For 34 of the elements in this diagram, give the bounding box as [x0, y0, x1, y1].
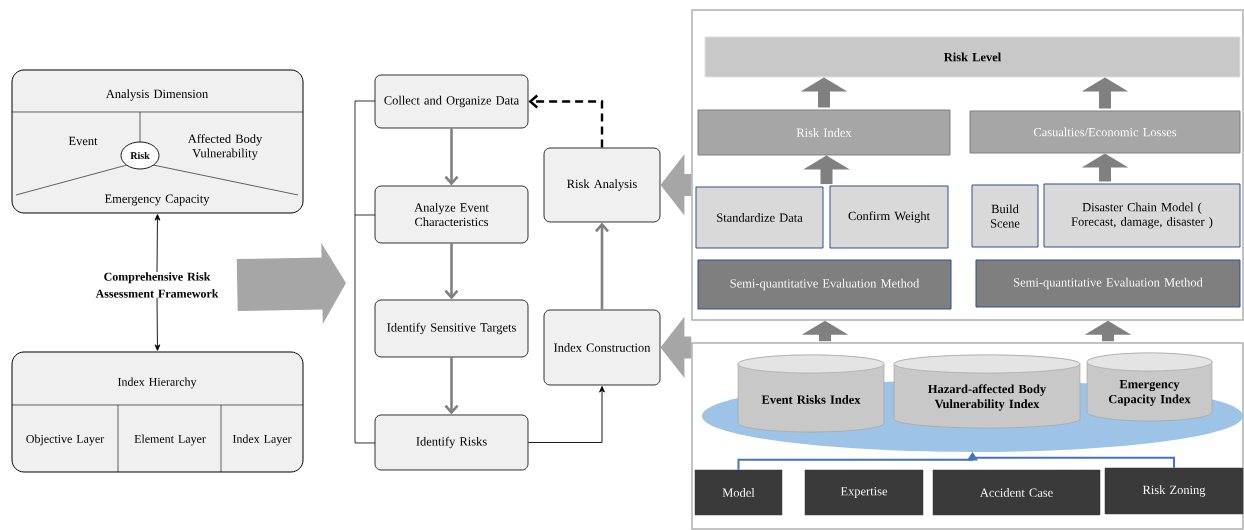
index-bar: Casualties/Economic Losses: [969, 110, 1241, 154]
method-box: Disaster Chain Model ( Forecast, damage, disaster ): [1043, 183, 1241, 248]
arrow: [444, 128, 459, 186]
index-bar: Risk Index: [697, 109, 951, 156]
method-bar: Semi-quantitative Evaluation Method: [697, 259, 952, 310]
source-box: Model: [694, 469, 783, 516]
process-box: Analyze Event Characteristics: [374, 185, 529, 244]
arrow: [154, 214, 161, 273]
process-box: Collect and Organize Data: [374, 74, 529, 129]
method-box: Build Scene: [971, 184, 1039, 248]
process-box: Risk Analysis: [543, 147, 661, 223]
method-box: Standardize Data: [695, 186, 824, 249]
framework-title: Comprehensive Risk Assessment Framework: [95, 272, 219, 298]
process-box: Identify Sensitive Targets: [374, 299, 529, 358]
source-box: Expertise: [804, 469, 924, 516]
arrow: [444, 357, 459, 415]
cylinder: Hazard-affected Body Vulnerability Index: [893, 354, 1081, 429]
hierarchy-table: Index Hierarchy Objective Layer Element Layer Index Layer: [11, 351, 304, 473]
process-box: Identify Risks: [374, 414, 529, 471]
method-box: Confirm Weight: [829, 185, 949, 249]
arrow: [595, 222, 609, 310]
source-box: Risk Zoning: [1104, 467, 1244, 515]
arrow: [527, 386, 605, 443]
source-box: Accident Case: [932, 469, 1101, 516]
arrow: [154, 297, 161, 351]
cylinder: Emergency Capacity Index: [1086, 352, 1213, 422]
panel-frame: [691, 342, 1244, 530]
arrow: [444, 243, 459, 300]
process-box: Index Construction: [543, 309, 661, 386]
level-bar: Risk Level: [704, 36, 1241, 78]
method-bar: Semi-quantitative Evaluation Method: [975, 259, 1241, 308]
feedback-arrow: [528, 94, 604, 148]
panel-frame: [691, 9, 1244, 321]
cylinder: Event Risks Index: [737, 354, 885, 433]
